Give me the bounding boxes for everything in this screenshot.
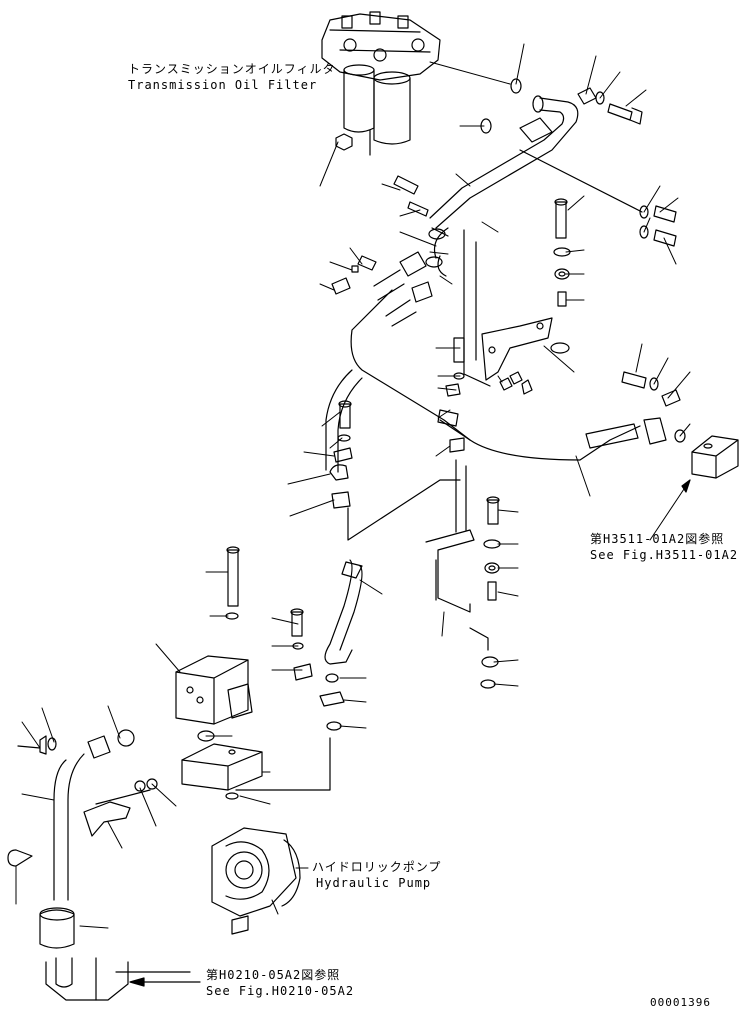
valve-block-drawing [175,546,331,935]
arrow-h0210 [129,977,145,987]
upper-tube-drawing [325,95,667,473]
right-block-drawing [621,371,739,479]
hydraulic-pump-label-en: Hydraulic Pump [316,876,432,890]
transmission-filter-label-jp: トランスミッションオイルフィルタ [128,62,336,76]
fig-h3511-label-en: See Fig.H3511-01A2 [590,548,739,562]
middle-hose-drawing [290,559,363,731]
transmission-filter-drawing [321,11,441,156]
top-right-fasteners-drawing [480,78,677,247]
transmission-filter-label-en: Transmission Oil Filter [128,78,318,92]
fig-h0210-label-en: See Fig.H0210-05A2 [206,984,355,998]
arrow-h3511 [681,479,691,493]
left-small-fasteners-drawing [331,175,465,453]
fig-h3511-label-jp: 第H3511-01A2図参照 [590,532,725,546]
lower-bracket-drawing [329,400,501,689]
drawing-number: 00001396 [650,996,711,1009]
fig-h0210-label-jp: 第H0210-05A2図参照 [206,968,341,982]
mid-stack-drawing [445,198,571,397]
hydraulic-pump-label-jp: ハイドロリックポンプ [312,860,442,874]
leader-lines [15,43,691,929]
suction-pipe-drawing [7,729,191,1001]
